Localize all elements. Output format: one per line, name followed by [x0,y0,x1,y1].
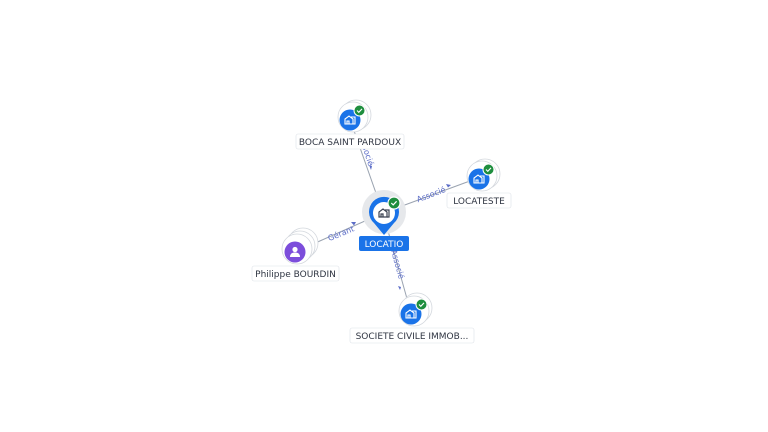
node-label-societe: SOCIETE CIVILE IMMOB... [356,332,469,342]
verified-check-icon [353,104,366,117]
building-icon [405,309,417,319]
edge-arrow-boca [369,165,372,170]
verified-check-icon [415,298,428,311]
edge-arrow-locateste [446,184,451,188]
person-icon [290,246,300,257]
node-locateste[interactable]: LOCATESTE [446,158,512,209]
node-societe-civile-immob[interactable]: SOCIETE CIVILE IMMOB... [349,292,475,344]
node-label-philippe: Philippe BOURDIN [255,270,336,280]
node-label-locateste: LOCATESTE [453,197,505,207]
edge-label-societe: Associé [389,248,407,280]
center-node-label: LOCATIO [365,240,404,250]
node-boca-saint-pardoux[interactable]: BOCA SAINT PARDOUX [295,99,405,150]
building-icon [344,115,356,125]
building-icon [473,174,485,184]
node-center-locatio[interactable]: LOCATIO [359,190,409,251]
edge-arrow-philippe [351,222,356,226]
edge-label-locateste: Associé [415,184,447,204]
verified-check-icon [387,196,401,210]
edge-arrow-societe [398,286,401,290]
node-philippe-bourdin[interactable]: Philippe BOURDIN [251,227,340,282]
edge-label-philippe: Gérant [326,223,355,243]
node-label-boca: BOCA SAINT PARDOUX [299,138,401,148]
building-icon [378,208,390,218]
verified-check-icon [482,163,495,176]
